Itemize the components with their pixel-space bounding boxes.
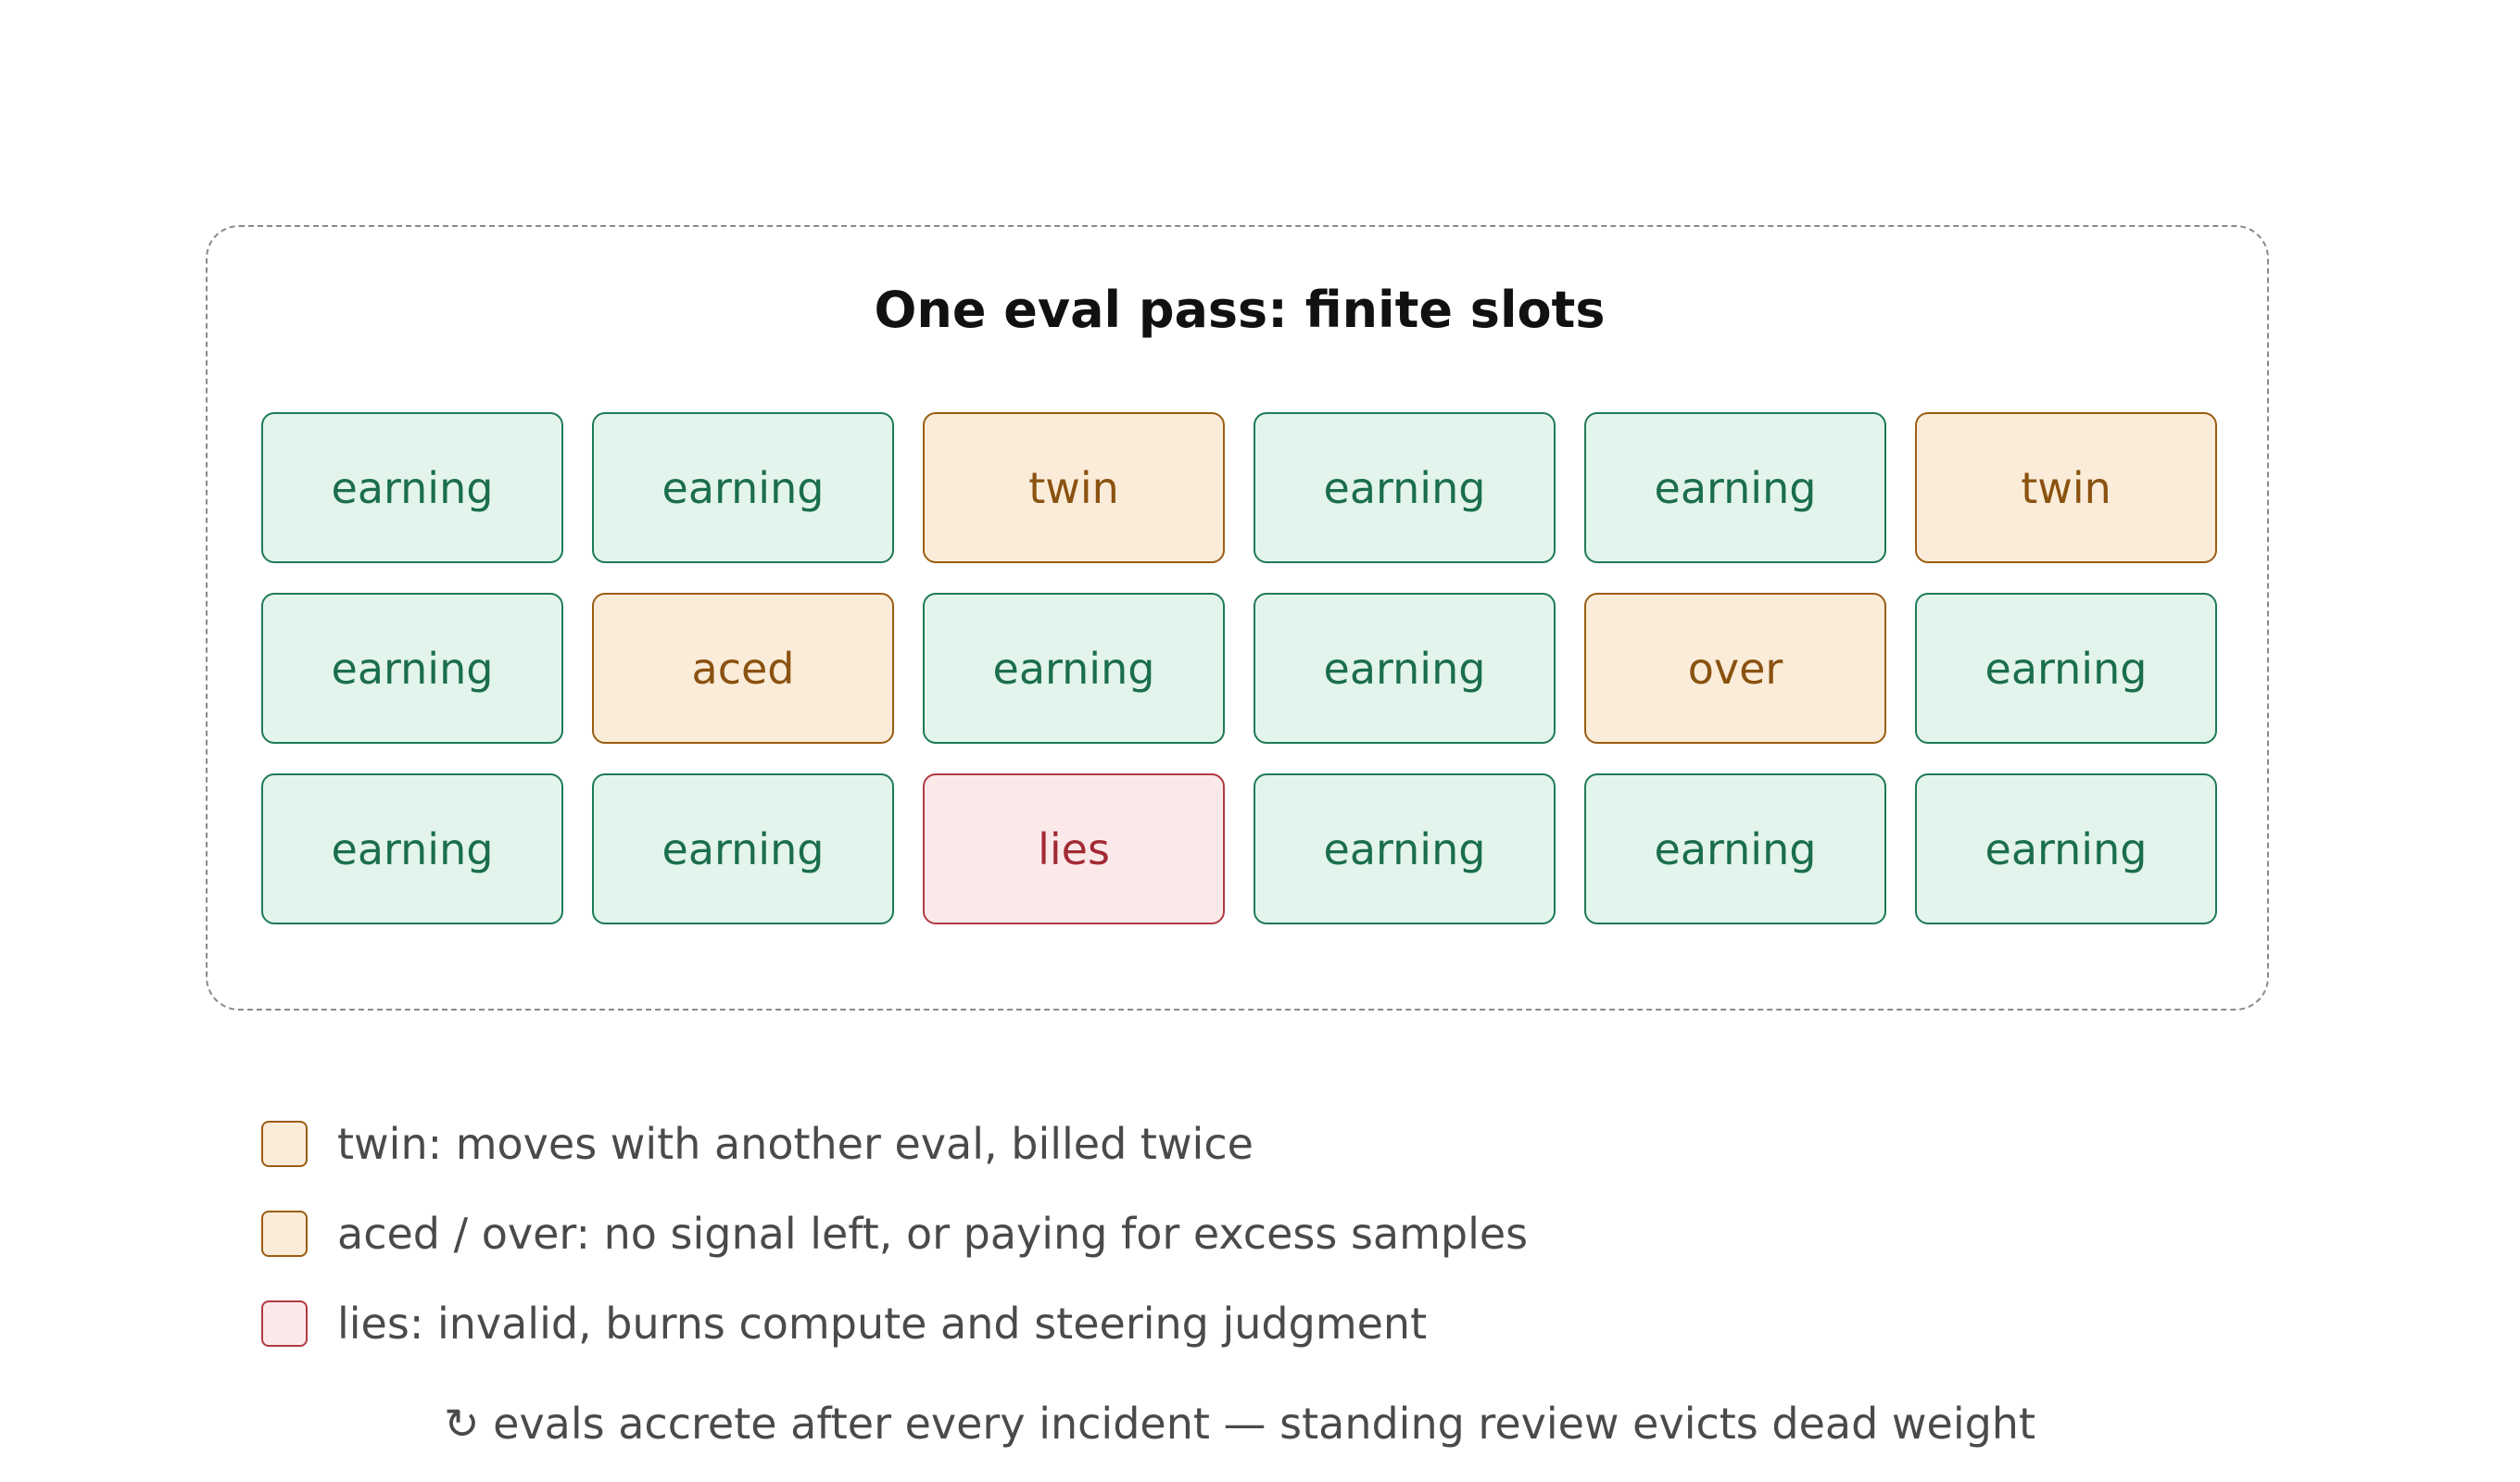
slot-earning: earning: [1915, 773, 2217, 924]
slot-earning: earning: [923, 593, 1225, 744]
slot-earning: earning: [1915, 593, 2217, 744]
legend-item: aced / over: no signal left, or paying f…: [261, 1209, 1529, 1259]
slot-over: over: [1584, 593, 1886, 744]
legend-text: lies: invalid, burns compute and steerin…: [337, 1299, 1428, 1349]
slot-earning: earning: [1584, 412, 1886, 563]
legend-text: twin: moves with another eval, billed tw…: [337, 1119, 1254, 1169]
slot-twin: twin: [923, 412, 1225, 563]
slot-earning: earning: [261, 412, 563, 563]
slot-earning: earning: [1254, 412, 1556, 563]
slot-earning: earning: [261, 593, 563, 744]
legend-swatch: [261, 1211, 308, 1257]
slot-earning: earning: [1254, 773, 1556, 924]
slot-aced: aced: [592, 593, 894, 744]
legend-text: aced / over: no signal left, or paying f…: [337, 1209, 1529, 1259]
slot-earning: earning: [1584, 773, 1886, 924]
slot-earning: earning: [592, 773, 894, 924]
slot-earning: earning: [1254, 593, 1556, 744]
legend-swatch: [261, 1300, 308, 1347]
legend-item: lies: invalid, burns compute and steerin…: [261, 1299, 1428, 1349]
footer-note: ↻ evals accrete after every incident — s…: [443, 1399, 2035, 1449]
legend-item: twin: moves with another eval, billed tw…: [261, 1119, 1254, 1169]
slot-earning: earning: [592, 412, 894, 563]
diagram-title: One eval pass: finite slots: [874, 281, 1606, 339]
legend-swatch: [261, 1121, 308, 1167]
eval-pass-frame: [206, 225, 2269, 1011]
slot-earning: earning: [261, 773, 563, 924]
slot-lies: lies: [923, 773, 1225, 924]
slot-twin: twin: [1915, 412, 2217, 563]
